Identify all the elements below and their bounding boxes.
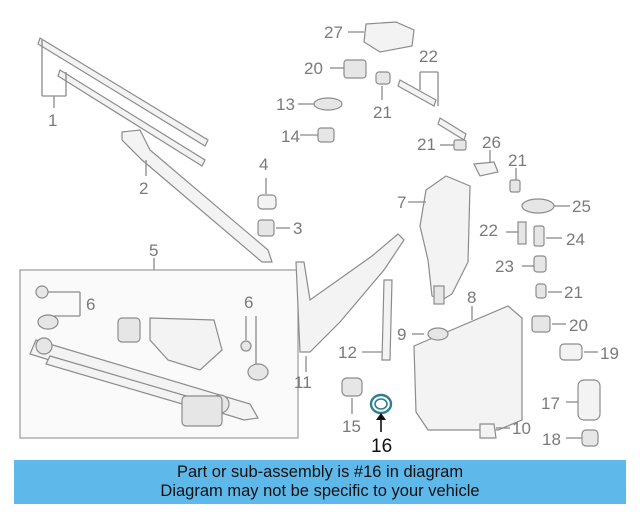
part-label-27: 27 <box>324 23 343 42</box>
part-label-6a: 6 <box>86 295 95 314</box>
part-label-21b: 21 <box>417 135 436 154</box>
part-label-23: 23 <box>495 257 514 276</box>
washer-pump-small <box>341 377 363 414</box>
part-label-21d: 21 <box>564 283 583 302</box>
part-label-21c: 21 <box>508 151 527 170</box>
part-label-26: 26 <box>482 133 501 152</box>
part-label-5: 5 <box>149 241 158 260</box>
support-rod <box>362 279 393 361</box>
part-label-21a: 21 <box>373 103 392 122</box>
washer-reservoir <box>408 175 523 439</box>
banner-line-disclaimer: Diagram may not be specific to your vehi… <box>160 482 480 500</box>
part-label-11: 11 <box>294 373 312 392</box>
part-label-20a: 20 <box>304 59 323 78</box>
info-banner: Part or sub-assembly is #16 in diagram D… <box>14 460 626 504</box>
banner-line-part: Part or sub-assembly is #16 in diagram <box>176 463 464 481</box>
part-label-16: 16 <box>371 436 392 457</box>
wiper-arm-blade-assembly <box>37 37 209 167</box>
part-label-12: 12 <box>338 343 357 362</box>
part-label-10: 10 <box>512 419 531 438</box>
part-label-2: 2 <box>139 179 148 198</box>
part-label-14: 14 <box>281 127 300 146</box>
mounting-bracket <box>295 233 405 372</box>
nozzle-and-hose-cluster <box>298 21 467 151</box>
part-label-18: 18 <box>542 430 561 449</box>
part-label-25: 25 <box>572 197 591 216</box>
part-label-3: 3 <box>293 219 302 238</box>
part-label-4: 4 <box>259 155 268 174</box>
part-label-24: 24 <box>566 230 585 249</box>
part-label-19: 19 <box>600 344 619 363</box>
part-label-17: 17 <box>541 394 560 413</box>
wiper-arm <box>121 129 273 263</box>
right-side-small-parts <box>473 150 601 447</box>
wiper-linkage-frame <box>19 258 299 439</box>
part-label-6b: 6 <box>244 293 253 312</box>
part-label-9: 9 <box>397 325 406 344</box>
part-label-15: 15 <box>342 417 361 436</box>
part-number-labels: 1 2 3 4 5 6 6 7 8 9 10 11 12 13 14 15 16… <box>48 23 619 457</box>
part-label-22b: 22 <box>479 221 498 240</box>
part-label-22a: 22 <box>419 47 438 66</box>
nut-and-cap <box>257 178 290 237</box>
exploded-parts-diagram: 1 2 3 4 5 6 6 7 8 9 10 11 12 13 14 15 16… <box>19 21 619 457</box>
part-label-20b: 20 <box>569 316 588 335</box>
part-label-1: 1 <box>48 111 57 130</box>
part-label-8: 8 <box>467 288 476 307</box>
part-label-7: 7 <box>397 193 406 212</box>
part-label-13: 13 <box>276 95 295 114</box>
grommet-seal-part-16 <box>369 393 393 432</box>
